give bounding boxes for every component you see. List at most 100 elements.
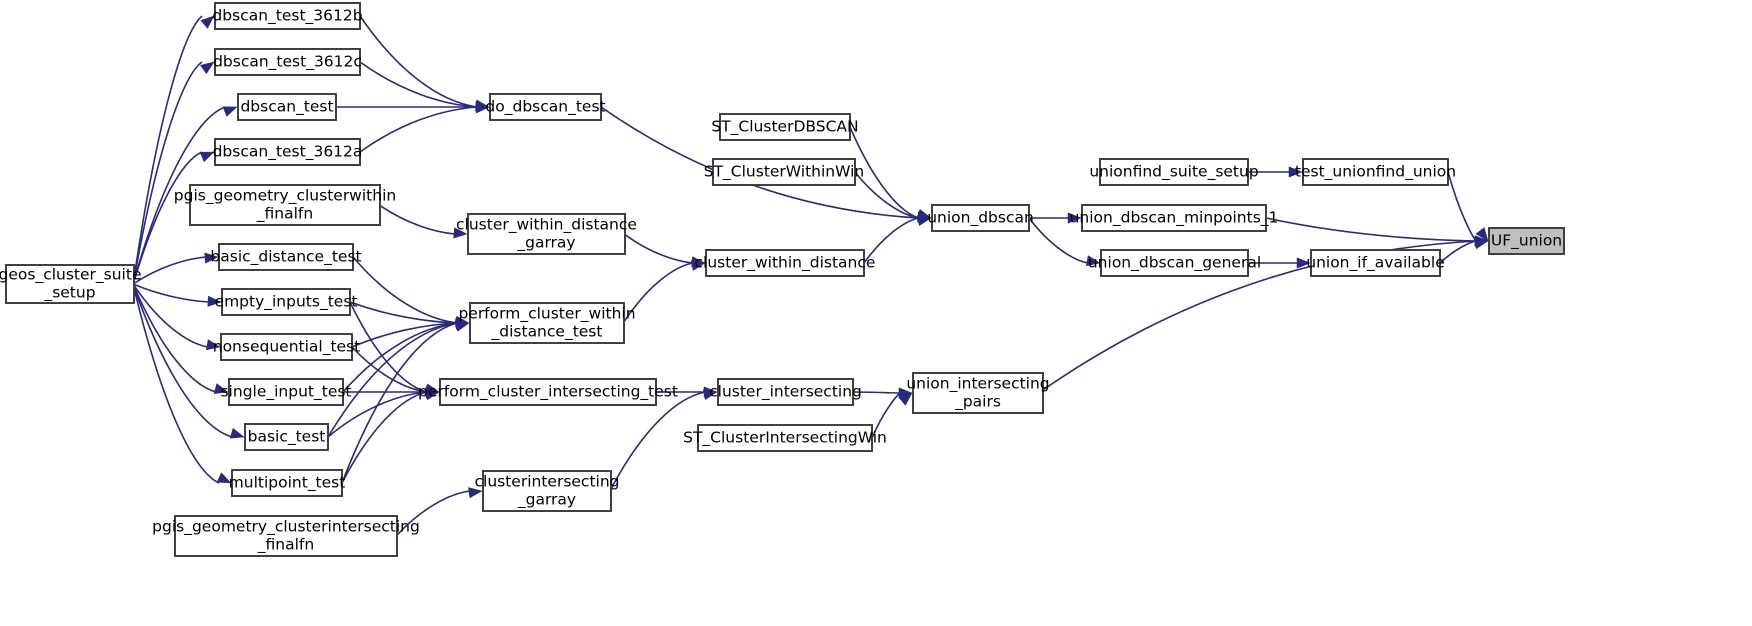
node-label: pgis_geometry_clusterwithin: [174, 187, 396, 206]
edge-arrowhead: [207, 295, 222, 307]
node-box: [214, 48, 361, 76]
edge-arrowhead: [199, 61, 215, 75]
graph-node-cluster-intersecting[interactable]: cluster_intersecting: [709, 378, 862, 406]
edge-nonsequential-test-to-perform-cluster-intersecting-test: [351, 346, 428, 393]
graph-node-geos-cluster-suite-setup[interactable]: geos_cluster_suite_setup: [0, 264, 141, 304]
graph-node-union-dbscan-general[interactable]: union_dbscan_general: [1088, 249, 1261, 277]
node-label: geos_cluster_suite: [0, 266, 141, 285]
edge-arrowhead: [204, 252, 219, 264]
edge-arrowhead: [453, 227, 468, 239]
edge-geos-cluster-suite-setup-to-dbscan-test-3612a: [133, 151, 203, 282]
graph-node-union-intersecting-pairs[interactable]: union_intersecting_pairs: [906, 372, 1050, 414]
edge-empty-inputs-test-to-perform-cluster-within-distance-test: [349, 301, 458, 324]
graph-node-cluster-within-distance-garray[interactable]: cluster_within_distance_garray: [456, 213, 637, 255]
edge-nonsequential-test-to-perform-cluster-within-distance-test: [351, 322, 458, 348]
graph-node-ST-ClusterIntersectingWin[interactable]: ST_ClusterIntersectingWin: [683, 424, 887, 452]
node-box: [214, 2, 361, 30]
edge-dbscan-test-3612b-to-do-dbscan-test: [359, 15, 478, 108]
edge-union-if-available-to-UF-union: [1439, 240, 1477, 264]
graph-node-pgis-geometry-clusterintersecting-finalfn[interactable]: pgis_geometry_clusterintersecting_finalf…: [152, 515, 420, 557]
node-label: union_dbscan_general: [1088, 254, 1261, 273]
node-label: _distance_test: [491, 323, 603, 342]
graph-node-perform-cluster-within-distance-test[interactable]: perform_cluster_within_distance_test: [458, 302, 636, 344]
node-box: [221, 288, 351, 316]
node-box: [5, 264, 135, 304]
node-box: [1488, 227, 1565, 255]
node-box: [467, 213, 626, 255]
edge-arrowhead: [1067, 212, 1082, 224]
edge-pgis-geometry-clusterintersecting-finalfn-to-clusterintersecting-garray: [396, 490, 471, 536]
node-label: dbscan_test_3612a: [213, 143, 363, 162]
graph-node-dbscan-test[interactable]: dbscan_test: [237, 93, 337, 121]
node-label: _finalfn: [256, 205, 313, 224]
graph-node-ST-ClusterWithinWin[interactable]: ST_ClusterWithinWin: [704, 158, 865, 186]
graph-node-basic-test[interactable]: basic_test: [244, 423, 329, 451]
graph-node-do-dbscan-test[interactable]: do_dbscan_test: [485, 93, 606, 121]
edge-geos-cluster-suite-setup-to-nonsequential-test: [133, 284, 209, 348]
node-box: [237, 93, 337, 121]
node-box: [489, 93, 602, 121]
node-box: [705, 249, 865, 277]
node-label: _setup: [43, 284, 95, 303]
edge-arrowhead: [468, 487, 483, 499]
graph-node-unionfind-suite-setup[interactable]: unionfind_suite_setup: [1089, 158, 1259, 186]
edge-basic-test-to-perform-cluster-within-distance-test: [327, 322, 458, 438]
graph-node-test-unionfind-union[interactable]: test_unionfind_union: [1295, 158, 1456, 186]
edge-arrowhead: [690, 259, 706, 271]
graph-node-ST-ClusterDBSCAN[interactable]: ST_ClusterDBSCAN: [711, 113, 859, 141]
node-box: [1302, 158, 1449, 186]
node-box: [1099, 158, 1249, 186]
edge-geos-cluster-suite-setup-to-multipoint-test: [133, 287, 220, 484]
edge-geos-cluster-suite-setup-to-dbscan-test: [133, 106, 226, 281]
node-box: [717, 378, 854, 406]
edge-arrowhead: [1474, 236, 1489, 248]
node-label: union_dbscan_minpoints_1: [1070, 209, 1279, 228]
edge-arrowhead: [222, 106, 238, 117]
node-label: union_dbscan: [927, 209, 1034, 228]
node-label: cluster_within_distance: [456, 216, 637, 235]
node-label: multipoint_test: [229, 474, 346, 493]
edge-arrowhead: [200, 15, 215, 29]
node-box: [912, 372, 1044, 414]
edge-union-dbscan-minpoints-1-to-UF-union: [1265, 217, 1477, 242]
node-label: ST_ClusterWithinWin: [704, 163, 865, 182]
node-box: [439, 378, 657, 406]
graph-node-empty-inputs-test[interactable]: empty_inputs_test: [215, 288, 358, 316]
graph-node-dbscan-test-3612c[interactable]: dbscan_test_3612c: [213, 48, 362, 76]
graph-node-UF-union[interactable]: UF_union: [1488, 227, 1565, 255]
node-label: _garray: [516, 234, 575, 253]
edge-basic-test-to-perform-cluster-intersecting-test: [327, 391, 428, 438]
graph-node-nonsequential-test[interactable]: nonsequential_test: [213, 333, 360, 361]
node-label: dbscan_test: [240, 98, 333, 117]
node-label: perform_cluster_intersecting_test: [418, 383, 678, 402]
edge-arrowhead: [213, 383, 229, 394]
node-box: [214, 138, 361, 166]
graph-node-dbscan-test-3612b[interactable]: dbscan_test_3612b: [212, 2, 363, 30]
node-label: cluster_within_distance: [695, 254, 876, 273]
node-box: [482, 470, 612, 512]
edge-test-unionfind-union-to-UF-union: [1447, 171, 1477, 242]
edge-arrowhead: [916, 215, 932, 227]
node-label: test_unionfind_union: [1295, 163, 1456, 182]
graph-node-clusterintersecting-garray[interactable]: clusterintersecting_garray: [474, 470, 620, 512]
graph-node-union-dbscan-minpoints-1[interactable]: union_dbscan_minpoints_1: [1070, 204, 1279, 232]
graph-node-cluster-within-distance[interactable]: cluster_within_distance: [695, 249, 876, 277]
node-label: dbscan_test_3612b: [212, 7, 362, 26]
graph-node-pgis-geometry-clusterwithin-finalfn[interactable]: pgis_geometry_clusterwithin_finalfn: [174, 184, 396, 226]
node-label: _garray: [517, 491, 576, 510]
edges-layer: [133, 15, 1489, 536]
graph-node-dbscan-test-3612a[interactable]: dbscan_test_3612a: [213, 138, 363, 166]
edge-geos-cluster-suite-setup-to-basic-test: [133, 286, 233, 438]
graph-node-multipoint-test[interactable]: multipoint_test: [229, 469, 346, 497]
graph-node-union-dbscan[interactable]: union_dbscan: [927, 204, 1034, 232]
node-label: ST_ClusterIntersectingWin: [683, 429, 887, 448]
graph-node-perform-cluster-intersecting-test[interactable]: perform_cluster_intersecting_test: [418, 378, 678, 406]
node-label: basic_test: [248, 428, 326, 447]
graph-node-union-if-available[interactable]: union_if_available: [1306, 249, 1445, 277]
graph-node-single-input-test[interactable]: single_input_test: [220, 378, 352, 406]
node-label: do_dbscan_test: [485, 98, 605, 117]
edge-dbscan-test-3612c-to-do-dbscan-test: [359, 61, 478, 108]
node-label: basic_distance_test: [210, 248, 361, 267]
graph-node-basic-distance-test[interactable]: basic_distance_test: [210, 243, 362, 271]
